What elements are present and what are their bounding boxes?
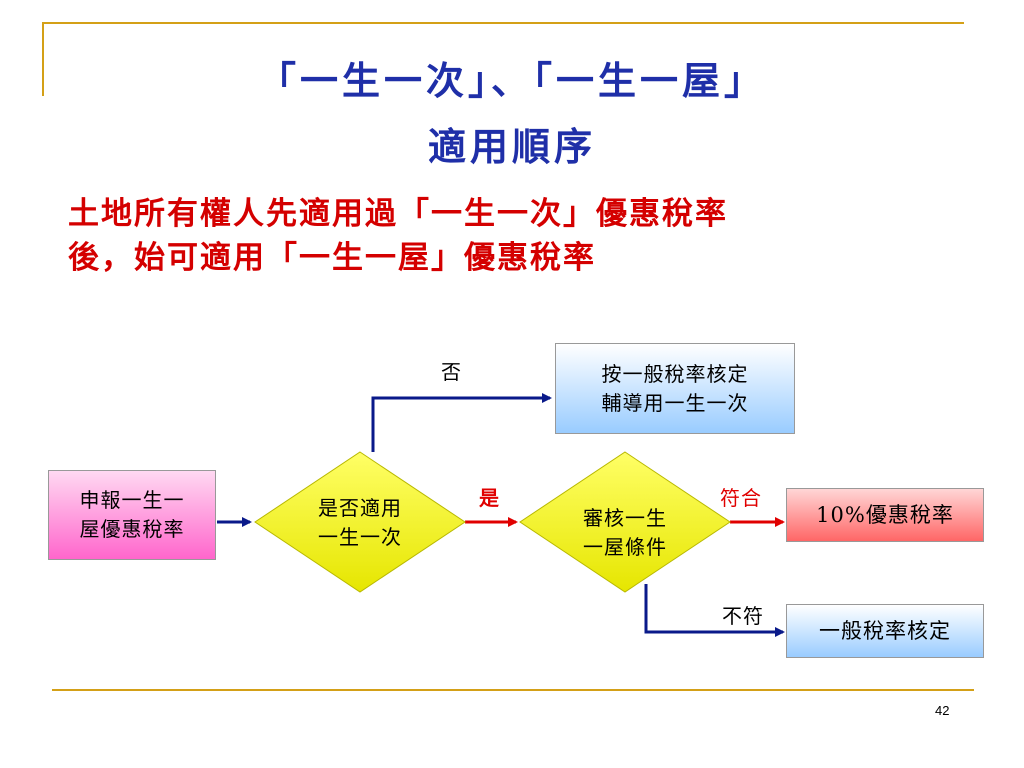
label-pass: 符合 (720, 486, 762, 510)
no-result-box: 按一般稅率核定 輔導用一生一次 (555, 343, 795, 434)
start-box: 申報一生一 屋優惠稅率 (48, 470, 216, 560)
label-no: 否 (441, 360, 462, 384)
page-title-line2: 適用順序 (427, 124, 596, 169)
pass-result-box: 10%優惠稅率 (786, 488, 984, 542)
start-box-line1: 申報一生一 (79, 488, 185, 512)
subtitle-line2: 後，始可適用「一生一屋」優惠稅率 (68, 240, 596, 276)
fail-result-box: 一般稅率核定 (786, 604, 984, 658)
start-box-line2: 屋優惠稅率 (79, 517, 185, 541)
bottom-rule (52, 689, 974, 691)
arrow-no-branch (371, 393, 552, 452)
decision2-line1: 審核一生 (583, 506, 667, 530)
decision2-diamond (519, 451, 731, 593)
decision1-label: 是否適用 一生一次 (270, 490, 450, 556)
label-fail: 不符 (722, 604, 764, 628)
left-rule (42, 22, 44, 96)
decision1-line1: 是否適用 (318, 496, 402, 520)
no-result-line2: 輔導用一生一次 (601, 390, 749, 415)
arrow-fail-branch (644, 584, 785, 637)
subtitle-line1: 土地所有權人先適用過「一生一次」優惠稅率 (68, 196, 728, 232)
no-result-line1: 按一般稅率核定 (601, 361, 749, 386)
page-title: 「一生一次」、「一生一屋」 (257, 58, 766, 103)
top-rule (42, 22, 964, 24)
label-yes: 是 (479, 486, 500, 510)
decision2-label: 審核一生 一屋條件 (535, 500, 715, 566)
page-number: 42 (935, 703, 950, 718)
decision1-line2: 一生一次 (318, 525, 402, 549)
decision1-diamond (254, 451, 466, 593)
decision2-line2: 一屋條件 (583, 535, 667, 559)
